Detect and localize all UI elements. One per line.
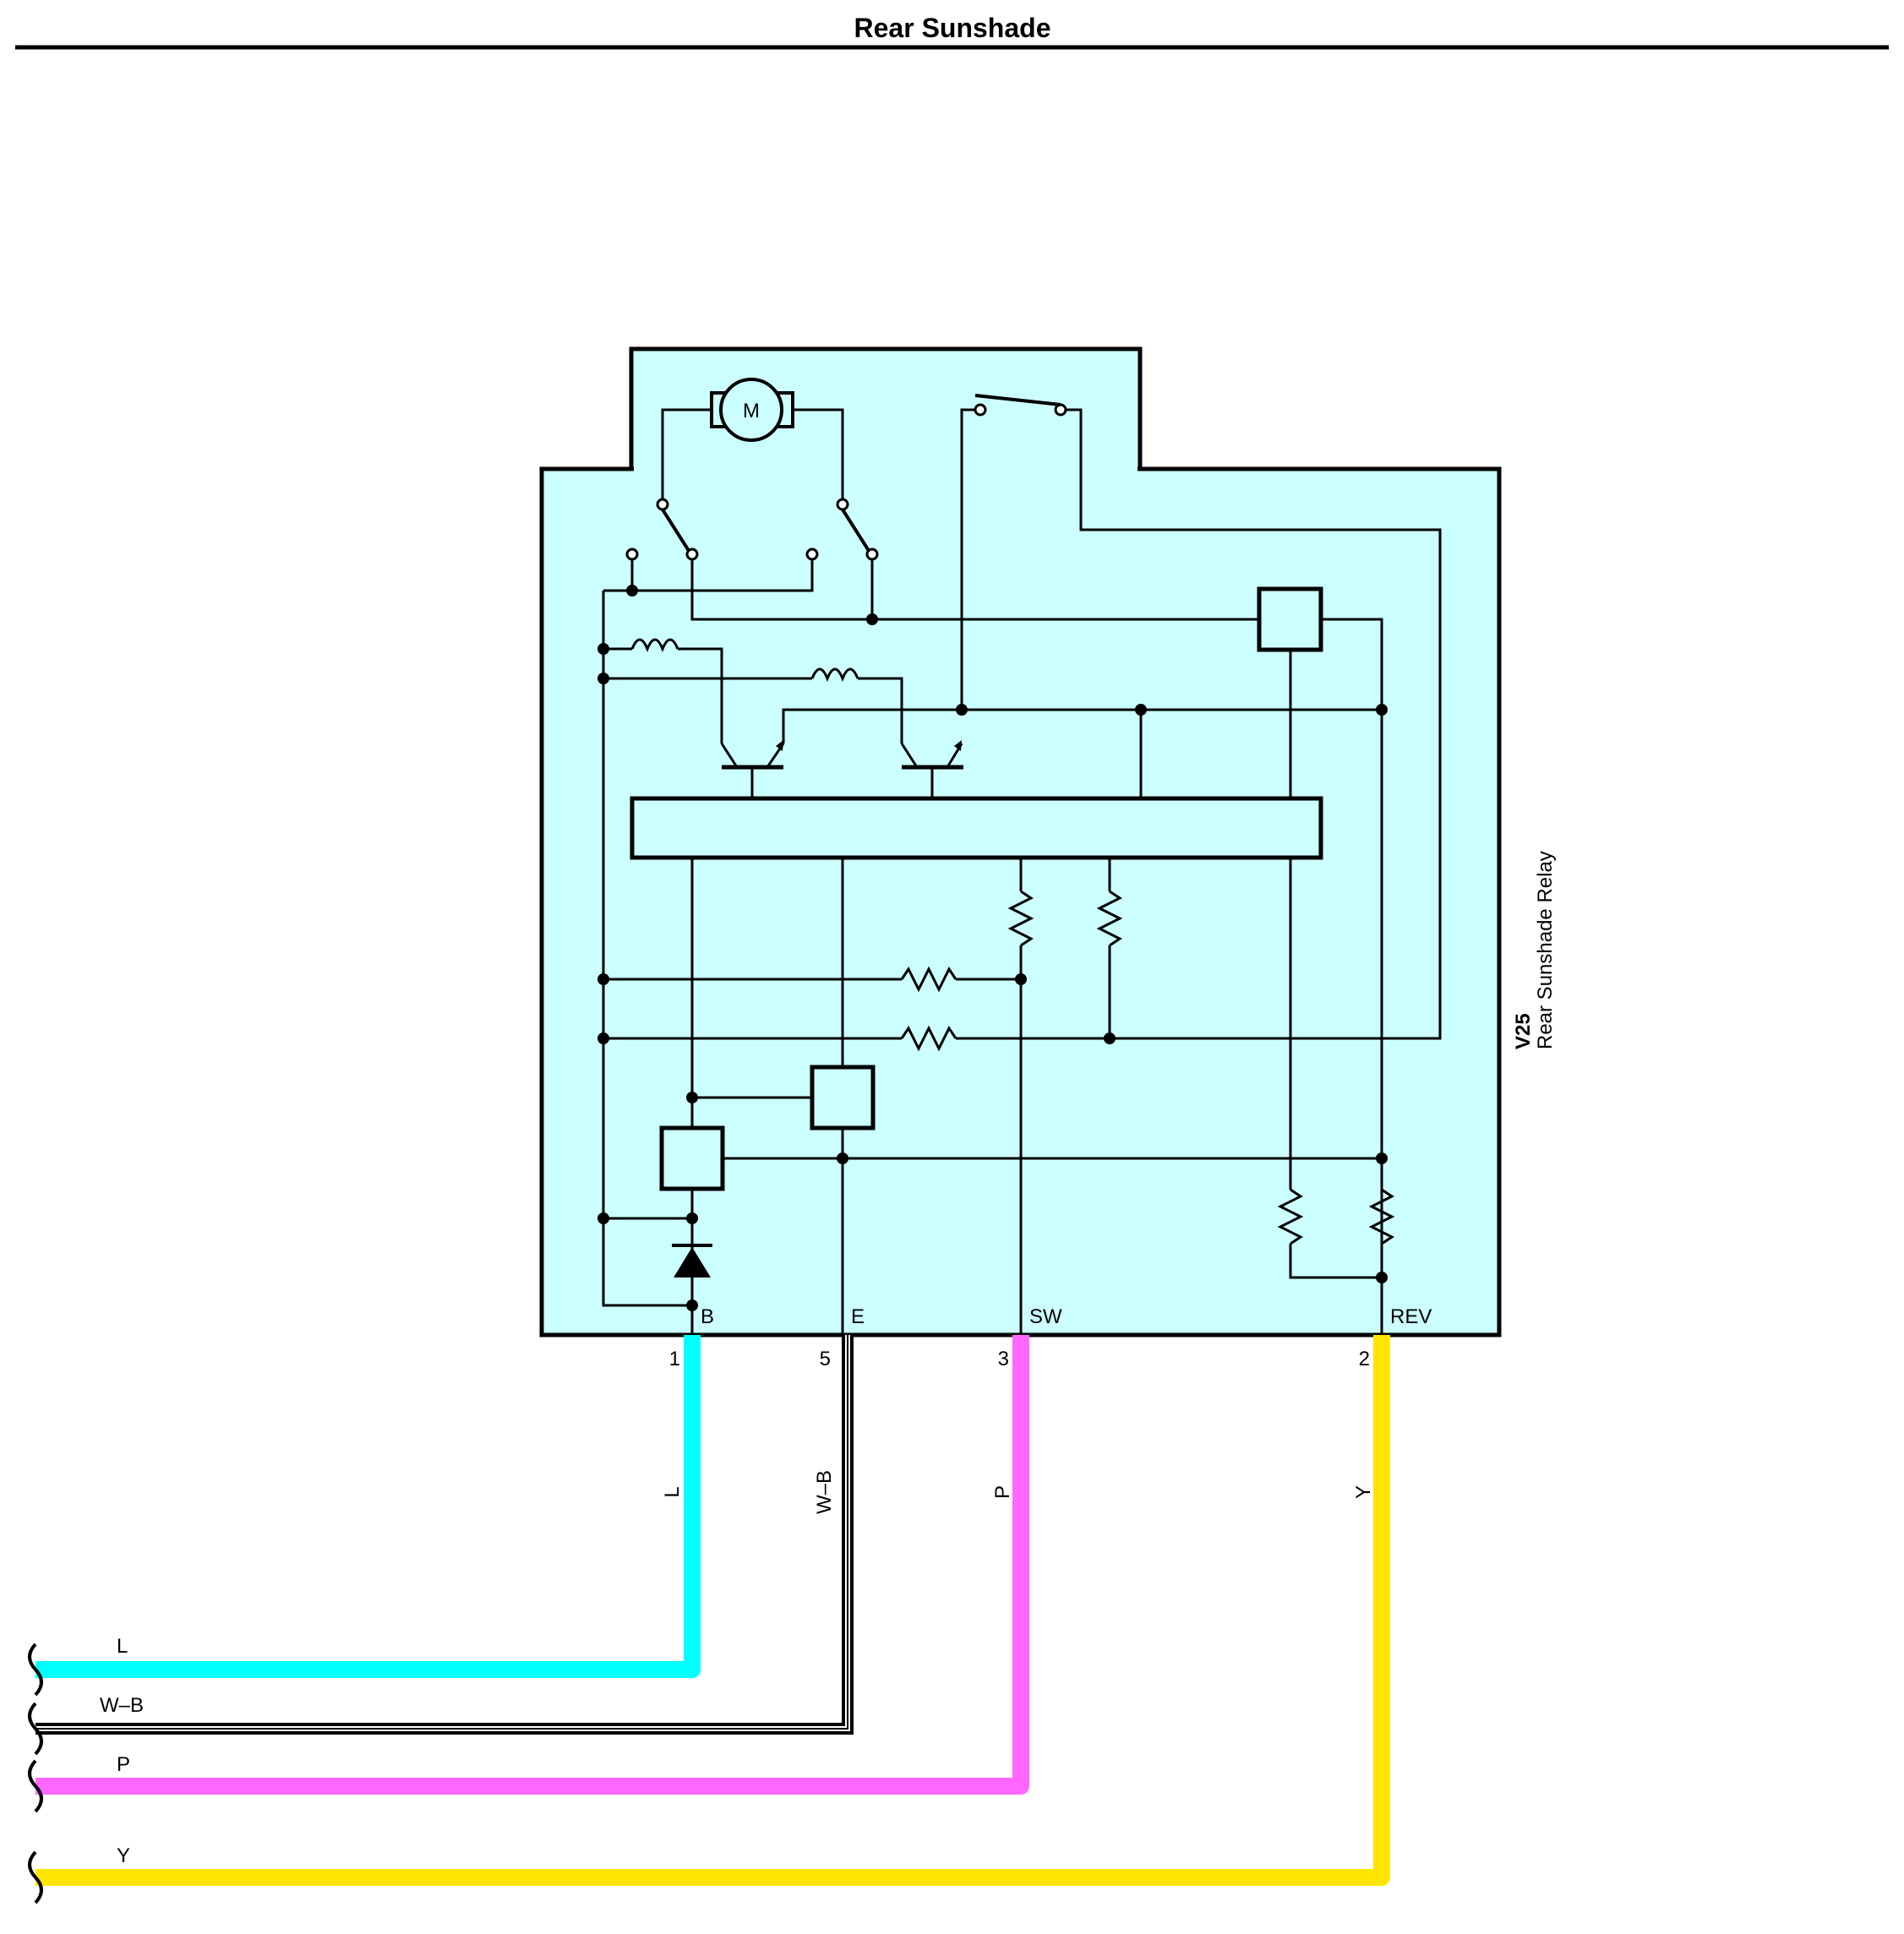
- wire-y: [35, 1335, 1390, 1886]
- junction-dots: [597, 585, 1388, 1311]
- harness-label-l: L: [117, 1635, 128, 1658]
- connector-id: V25 Rear Sunshade Relay: [1512, 851, 1557, 1049]
- coil-2-icon: [810, 667, 859, 682]
- resistor-v2-icon: [1096, 890, 1123, 947]
- wire-label-l-vertical: L: [661, 1486, 684, 1497]
- resistor-v4-icon: [1368, 1188, 1395, 1245]
- pin-number-1: 1: [669, 1348, 680, 1370]
- control-ic-bar: [630, 796, 1323, 860]
- lower-module-box-1: [810, 1065, 876, 1130]
- lower-module-box-2: [659, 1125, 725, 1191]
- resistor-h1-icon: [900, 966, 957, 993]
- terminal-name-e: E: [851, 1305, 865, 1328]
- pin-number-3: 3: [998, 1348, 1009, 1370]
- transistor-2-icon: [900, 740, 963, 798]
- terminal-name-sw: SW: [1029, 1305, 1062, 1328]
- resistor-v1-icon: [1007, 890, 1034, 947]
- wire-w-b: [35, 1335, 854, 1735]
- transistor-1-icon: [720, 740, 785, 798]
- terminal-name-b: B: [701, 1305, 714, 1328]
- resistor-h2-icon: [900, 1025, 957, 1052]
- harness-label-w-b: W–B: [100, 1694, 144, 1717]
- rear-sunshade-relay: M: [539, 346, 1502, 1337]
- coil-1-icon: [630, 638, 679, 652]
- continuation-break-icon: [28, 1643, 43, 1904]
- page-title: Rear Sunshade: [854, 13, 1051, 43]
- wire-l: [35, 1335, 701, 1678]
- wire-p: [35, 1335, 1029, 1795]
- wire-label-w-b-vertical: W–B: [813, 1470, 836, 1514]
- connector-name: Rear Sunshade Relay: [1534, 851, 1557, 1049]
- terminal-name-rev: REV: [1390, 1305, 1432, 1328]
- relay-contact-2-icon: [805, 498, 879, 561]
- harness-label-y: Y: [117, 1844, 130, 1867]
- wire-label-p-vertical: P: [991, 1485, 1014, 1499]
- control-module-box: [1257, 586, 1323, 652]
- diode-icon: [672, 1244, 712, 1278]
- pin-number-5: 5: [820, 1348, 831, 1370]
- pin-number-2: 2: [1359, 1348, 1370, 1370]
- resistor-v3-icon: [1277, 1188, 1304, 1245]
- connector-code: V25: [1512, 1013, 1535, 1049]
- motor-label: M: [743, 400, 760, 422]
- harness-label-p: P: [117, 1753, 130, 1776]
- wire-label-y-vertical: Y: [1352, 1485, 1375, 1499]
